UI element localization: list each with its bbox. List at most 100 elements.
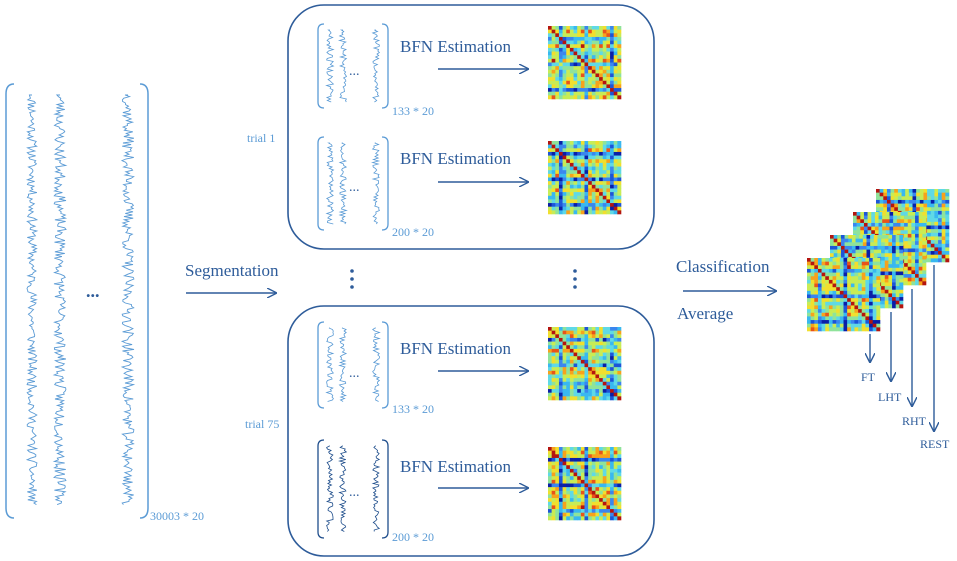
matrix-cell: [945, 189, 950, 193]
matrix-cell: [854, 287, 859, 292]
matrix-cell: [613, 345, 618, 350]
matrix-cell: [584, 192, 589, 197]
matrix-cell: [562, 356, 567, 361]
matrix-cell: [817, 294, 822, 299]
matrix-cell: [854, 305, 859, 310]
matrix-cell: [591, 206, 596, 211]
matrix-cell: [595, 465, 600, 470]
matrix-cell: [865, 279, 870, 284]
matrix-cell: [832, 283, 837, 288]
matrix-cell: [577, 447, 582, 451]
matrix-cell: [602, 181, 607, 186]
matrix-cell: [551, 389, 556, 393]
matrix-cell: [617, 203, 622, 207]
matrix-cell: [881, 264, 886, 269]
matrix-cell: [617, 487, 622, 492]
raw-ellipsis: ...: [86, 281, 100, 301]
matrix-cell: [562, 88, 567, 92]
matrix-cell: [591, 159, 596, 164]
matrix-cell: [569, 192, 574, 197]
matrix-cell: [927, 254, 932, 259]
matrix-cell: [613, 36, 618, 41]
matrix-cell: [599, 334, 604, 339]
matrix-cell: [882, 222, 887, 227]
matrix-cell: [566, 88, 571, 92]
matrix-cell: [907, 248, 912, 253]
matrix-cell: [610, 192, 614, 197]
matrix-cell: [595, 381, 600, 386]
matrix-cell: [606, 389, 611, 393]
matrix-cell: [617, 36, 622, 41]
matrix-cell: [922, 241, 927, 246]
matrix-cell: [814, 272, 819, 277]
matrix-cell: [599, 141, 604, 145]
matrix-cell: [907, 241, 912, 246]
matrix-cell: [580, 80, 585, 85]
matrix-cell: [584, 26, 589, 30]
matrix-cell: [548, 144, 552, 149]
matrix-cell: [817, 258, 822, 262]
matrix-cell: [876, 196, 880, 201]
matrix-cell: [872, 301, 877, 306]
matrix-cell: [562, 501, 567, 506]
matrix-cell: [602, 80, 607, 85]
matrix-cell: [548, 367, 552, 372]
matrix-cell: [595, 512, 600, 517]
matrix-cell: [573, 192, 578, 197]
matrix-cell: [832, 258, 837, 262]
matrix-cell: [591, 447, 596, 451]
matrix-cell: [617, 173, 622, 178]
matrix-cell: [853, 219, 857, 224]
matrix-cell: [860, 222, 865, 227]
matrix-cell: [569, 62, 574, 67]
matrix-cell: [551, 352, 556, 357]
matrix-cell: [551, 334, 556, 339]
matrix-cell: [610, 155, 614, 160]
class-rest: REST: [920, 437, 950, 451]
matrix-cell: [599, 450, 604, 455]
matrix-cell: [562, 141, 567, 145]
matrix-cell: [558, 188, 563, 193]
matrix-cell: [613, 51, 618, 56]
matrix-cell: [606, 468, 611, 473]
matrix-cell: [595, 58, 600, 63]
matrix-cell: [580, 512, 585, 517]
matrix-cell: [584, 367, 589, 372]
matrix-cell: [613, 465, 618, 470]
matrix-cell: [555, 80, 560, 85]
matrix-cell: [555, 378, 560, 383]
matrix-cell: [613, 58, 618, 63]
matrix-cell: [555, 77, 560, 82]
matrix-cell: [602, 498, 607, 503]
matrix-cell: [606, 73, 611, 78]
matrix-cell: [577, 363, 582, 368]
matrix-cell: [569, 334, 574, 339]
matrix-cell: [610, 392, 614, 397]
matrix-cell: [566, 512, 571, 517]
matrix-cell: [865, 327, 870, 332]
matrix-cell: [558, 457, 563, 462]
matrix-cell: [577, 367, 582, 372]
matrix-cell: [573, 151, 578, 156]
matrix-cell: [897, 196, 902, 201]
matrix-cell: [569, 210, 574, 215]
matrix-cell: [610, 389, 614, 393]
matrix-cell: [602, 77, 607, 82]
matrix-cell: [895, 282, 900, 287]
matrix-cell: [558, 80, 563, 85]
matrix-cell: [551, 33, 556, 38]
matrix-cell: [562, 381, 567, 386]
row3-ellipsis: ...: [349, 366, 360, 381]
matrix-cell: [895, 245, 900, 250]
matrix-cell: [591, 450, 596, 455]
matrix-cell: [606, 509, 611, 513]
matrix-cell: [617, 210, 622, 215]
matrix-cell: [606, 367, 611, 372]
matrix-cell: [606, 91, 611, 96]
matrix-cell: [613, 356, 618, 361]
matrix-cell: [883, 207, 888, 212]
matrix-cell: [577, 396, 582, 401]
matrix-cell: [888, 297, 893, 301]
matrix-cell: [938, 251, 942, 255]
matrix-cell: [566, 47, 571, 52]
